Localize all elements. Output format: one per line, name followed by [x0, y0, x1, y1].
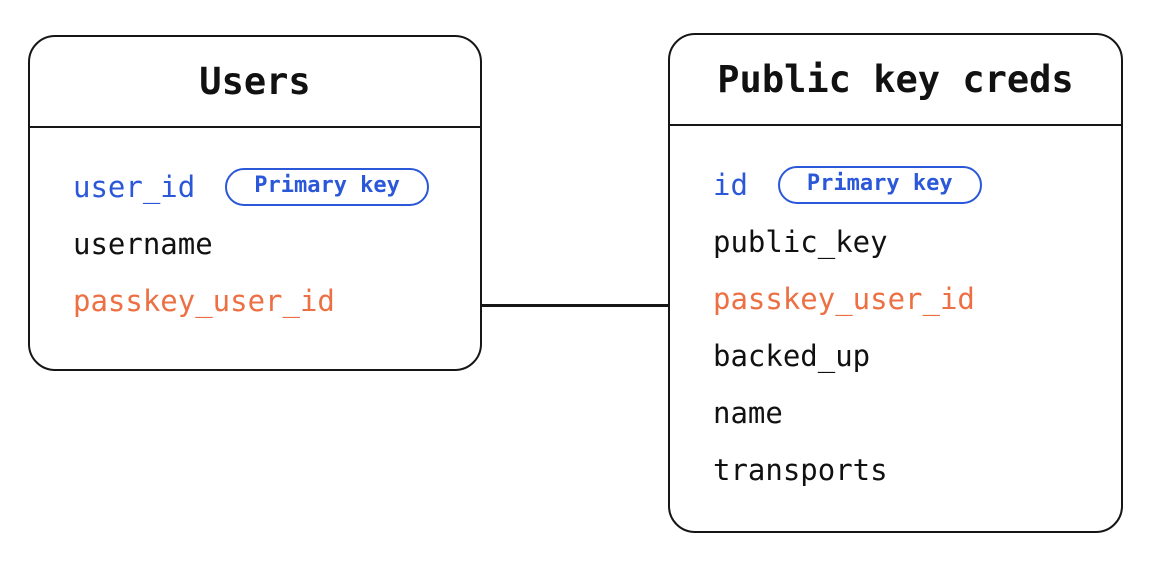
primary-key-badge: Primary key: [777, 165, 982, 204]
table-title-users: Users: [30, 37, 480, 128]
field-name-public-key: public_key: [713, 224, 888, 259]
field-row: user_id Primary key: [73, 158, 480, 215]
field-row: public_key: [713, 213, 1121, 270]
table-card-public-key-creds: Public key creds id Primary key public_k…: [668, 33, 1123, 533]
field-row: username: [73, 215, 480, 272]
field-name-id: id: [713, 167, 748, 202]
field-row: name: [713, 384, 1121, 441]
field-name-transports: transports: [713, 452, 888, 487]
field-name-name: name: [713, 395, 783, 430]
table-users-field-list: user_id Primary key username passkey_use…: [30, 128, 480, 329]
primary-key-badge: Primary key: [225, 167, 429, 206]
field-name-user-id: user_id: [73, 169, 196, 204]
table-title-public-key-creds: Public key creds: [670, 35, 1121, 126]
field-row: passkey_user_id: [73, 272, 480, 329]
field-row: backed_up: [713, 327, 1121, 384]
relationship-line: [482, 304, 668, 307]
field-row: passkey_user_id: [713, 270, 1121, 327]
table-public-key-creds-field-list: id Primary key public_key passkey_user_i…: [670, 126, 1121, 498]
table-card-users: Users user_id Primary key username passk…: [28, 35, 482, 371]
field-name-backed-up: backed_up: [713, 338, 871, 373]
field-name-username: username: [73, 226, 213, 261]
field-row: id Primary key: [713, 156, 1121, 213]
field-name-passkey-user-id: passkey_user_id: [713, 281, 975, 316]
field-name-passkey-user-id: passkey_user_id: [73, 283, 335, 318]
field-row: transports: [713, 441, 1121, 498]
